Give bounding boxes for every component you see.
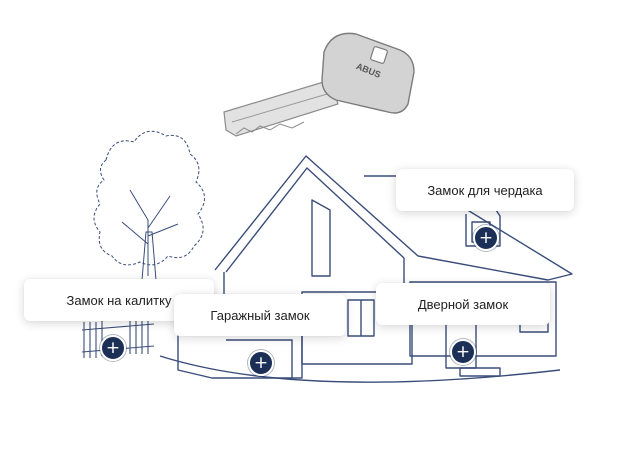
key-blade-teeth xyxy=(235,121,305,135)
attic-lock-card[interactable]: Замок для чердака xyxy=(396,169,574,211)
front-wall xyxy=(223,258,405,296)
door-lock-label: Дверной замок xyxy=(417,296,509,312)
door-lock-card[interactable]: Дверной замок xyxy=(376,283,550,325)
attic-lock-hotspot[interactable]: + xyxy=(473,225,499,251)
plus-icon: + xyxy=(253,352,269,373)
garage-door xyxy=(226,339,293,378)
main-roof xyxy=(214,155,419,271)
plus-icon: + xyxy=(455,341,471,362)
door-lock-hotspot[interactable]: + xyxy=(450,339,476,365)
attic-lock-label: Замок для чердака xyxy=(427,182,543,198)
tree-illustration xyxy=(93,130,205,281)
tree-trunk xyxy=(141,231,157,281)
gate-lock-hotspot[interactable]: + xyxy=(100,335,126,361)
fence-pickets xyxy=(83,318,149,358)
key-head xyxy=(321,32,415,114)
gate-lock-label: Замок на калитку xyxy=(66,292,172,308)
garage-lock-hotspot[interactable]: + xyxy=(248,350,274,376)
garage-body xyxy=(177,300,303,379)
tree-branches xyxy=(121,189,179,276)
door-steps xyxy=(459,367,501,377)
gable-window xyxy=(311,199,331,277)
key-hole xyxy=(370,46,388,64)
key-illustration: ABUS xyxy=(223,32,415,137)
garage-ground xyxy=(159,355,561,383)
tree-crown xyxy=(93,130,205,266)
main-roof-inner xyxy=(225,167,405,273)
garage-lock-card[interactable]: Гаражный замок xyxy=(174,294,346,336)
right-wing xyxy=(409,281,557,357)
key-blade-groove xyxy=(231,91,335,123)
plus-icon: + xyxy=(478,227,494,248)
garage-lock-label: Гаражный замок xyxy=(210,307,310,323)
plus-icon: + xyxy=(105,337,121,358)
